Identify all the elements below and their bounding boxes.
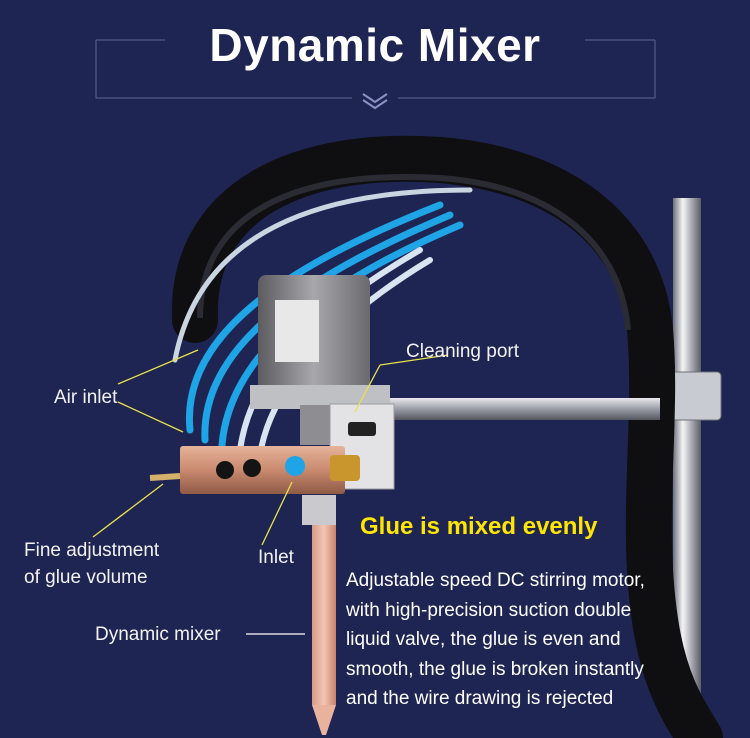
headline: Glue is mixed evenly [360,513,598,540]
stirring-motor [250,275,390,445]
fine-adjustment-label-line1: Fine adjustment [24,540,160,561]
description-line: Adjustable speed DC stirring motor, [346,570,645,591]
copper-manifold [149,446,360,494]
chevron-down-icon [362,93,388,110]
description-line: liquid valve, the glue is even and [346,629,621,650]
inlet-label: Inlet [258,547,294,568]
dynamic-mixer-label: Dynamic mixer [95,624,221,645]
callout-lines [92,349,449,635]
static-mixer-tube [312,525,336,705]
description-line: and the wire drawing is rejected [346,688,614,709]
title-frame [95,39,656,99]
cleaning-port-label: Cleaning port [406,341,520,362]
nozzle-connector [302,495,336,525]
support-arm [360,398,660,420]
fine-adjustment-label-line2: of glue volume [24,567,148,588]
hose-bundle [171,135,723,738]
description-line: with high-precision suction double [346,599,632,621]
description: Adjustable speed DC stirring motor, with… [346,566,686,714]
description-line: smooth, the glue is broken instantly [346,658,644,680]
air-inlet-label: Air inlet [54,387,118,408]
page-title: Dynamic Mixer [209,19,541,71]
